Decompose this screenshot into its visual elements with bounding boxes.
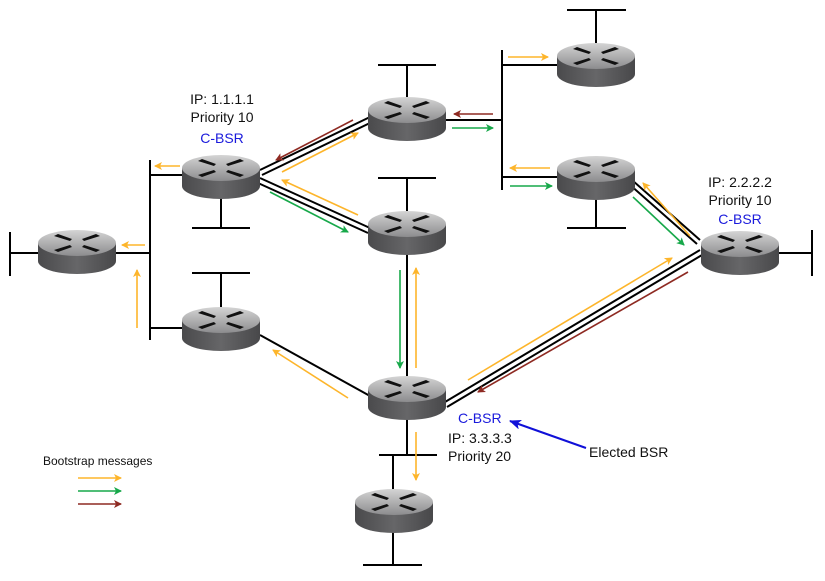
r2-ip-label: IP: 2.2.2.2 (708, 174, 772, 190)
r7-stub (363, 532, 422, 566)
r1-ip-label: IP: 1.1.1.1 (190, 91, 254, 107)
arrow-dark-red (477, 271, 689, 393)
r6-downlink (379, 418, 437, 490)
r5-stub (378, 177, 436, 211)
router-icon (368, 97, 446, 141)
r3-ip-label: IP: 3.3.3.3 (448, 430, 512, 446)
r2-stub (192, 195, 250, 229)
link-r2-r5 (257, 177, 371, 234)
r2-role-label: C-BSR (718, 211, 762, 227)
r3-role-label: C-BSR (458, 410, 502, 426)
r1-role-label: C-BSR (200, 130, 244, 146)
router-icon (701, 231, 779, 275)
arrow-orange (467, 257, 673, 381)
router-icon (368, 376, 446, 420)
link-r3-r6 (259, 334, 371, 397)
router-icon (557, 43, 635, 87)
arrow-green (632, 196, 685, 246)
arrow-orange (281, 132, 359, 173)
r4-stub (378, 64, 436, 97)
r10-stub (778, 230, 813, 276)
r8-stub (567, 9, 626, 43)
arrow-green (269, 191, 349, 233)
r9-stub (567, 198, 626, 229)
arrow-orange (281, 179, 359, 216)
r3-priority-label: Priority 20 (448, 448, 511, 464)
router-icon (557, 156, 635, 200)
router-icon (355, 489, 433, 533)
r3-stub (192, 272, 250, 307)
bootstrap-arrows (121, 53, 691, 481)
r1-stub (9, 232, 38, 276)
legend-title: Bootstrap messages (43, 454, 152, 468)
link-r6-r10 (444, 249, 703, 408)
r2-priority-label: Priority 10 (708, 192, 771, 208)
link-r2-r4 (259, 116, 373, 176)
router-icon (38, 230, 116, 274)
network-links (9, 9, 813, 566)
r1-priority-label: Priority 10 (190, 109, 253, 125)
router-icon (182, 307, 260, 351)
elected-bsr-pointer-arrow (509, 419, 587, 449)
arrow-orange (272, 349, 349, 399)
router-icon (368, 211, 446, 255)
elected-bsr-label: Elected BSR (589, 444, 668, 460)
router-icon (182, 155, 260, 199)
arrow-dark-red (275, 119, 354, 161)
legend: Bootstrap messages (43, 454, 152, 508)
arrow-orange (642, 182, 691, 237)
